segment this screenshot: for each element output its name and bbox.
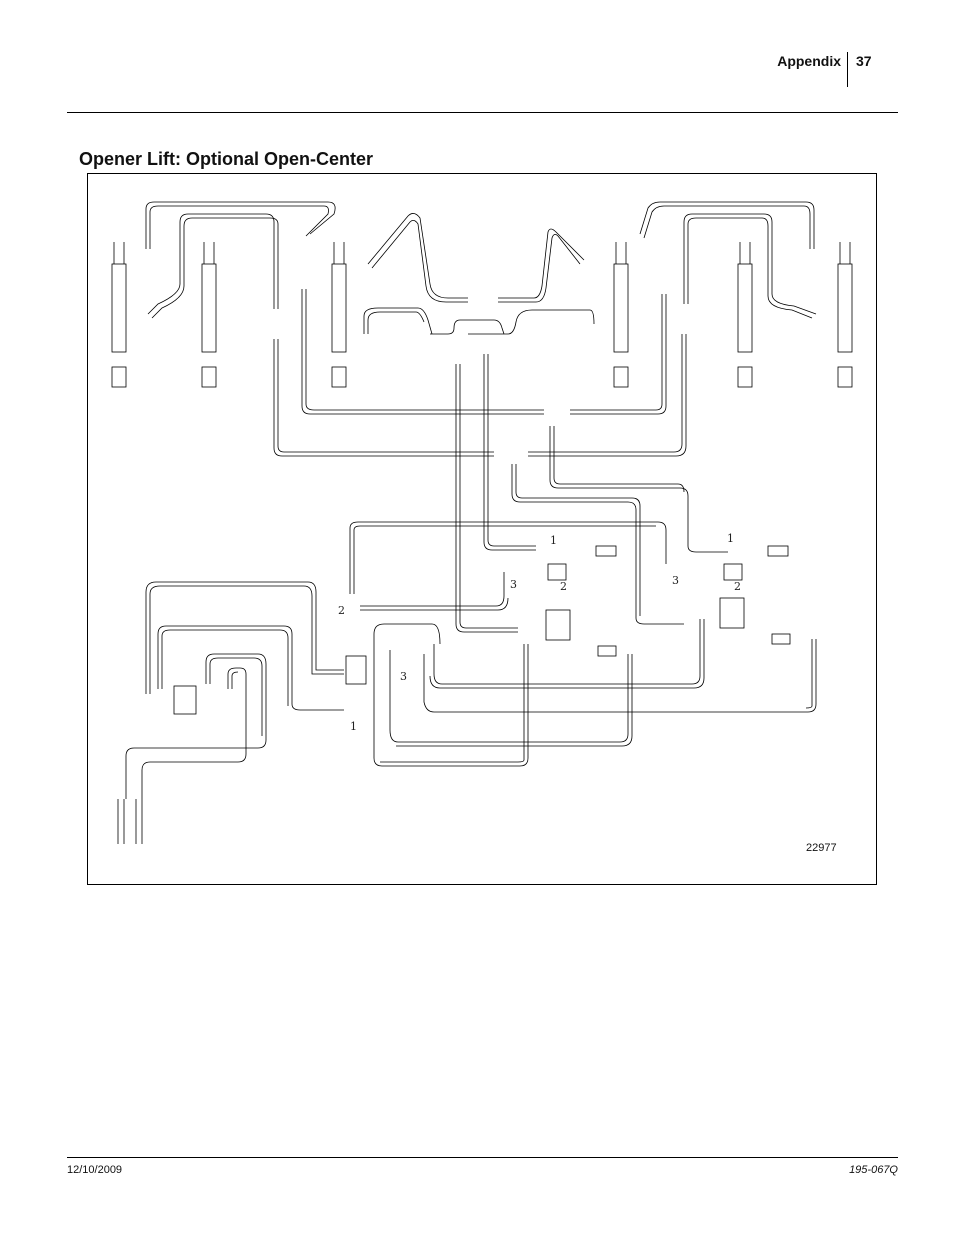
footer-rule <box>67 1157 898 1158</box>
center-valve-block <box>345 655 367 685</box>
cylinder-4 <box>613 242 629 388</box>
callout-3c: 3 <box>400 670 407 683</box>
footer-doc-number: 195-067Q <box>849 1164 898 1176</box>
inline-fitting-2 <box>771 633 791 645</box>
valve-1-block <box>547 563 567 581</box>
callout-2a: 2 <box>560 580 567 593</box>
valve-3-block <box>723 563 743 581</box>
callout-1b: 1 <box>727 532 734 545</box>
page-title: Opener Lift: Optional Open-Center <box>79 149 374 169</box>
callout-3a: 3 <box>510 578 517 591</box>
cap-fitting-1 <box>595 545 617 557</box>
cap-fitting-2 <box>767 545 789 557</box>
hydraulic-diagram: 1 2 3 1 2 3 2 3 1 22977 <box>87 173 877 885</box>
figure-number: 22977 <box>806 842 837 854</box>
header-divider <box>847 52 848 87</box>
cylinder-1 <box>111 242 127 388</box>
callout-2c: 2 <box>338 604 345 617</box>
callout-1a: 1 <box>550 534 557 547</box>
valve-4-block <box>719 597 745 629</box>
header-rule <box>67 112 898 113</box>
callout-3b: 3 <box>672 574 679 587</box>
cylinder-5 <box>737 242 753 388</box>
left-valve-block <box>173 685 197 715</box>
callout-2b: 2 <box>734 580 741 593</box>
hose-routing-drawing: 1 2 3 1 2 3 2 3 1 <box>111 201 853 844</box>
cylinder-6 <box>837 242 853 388</box>
cylinder-3 <box>331 242 347 388</box>
inline-fitting-1 <box>597 645 617 657</box>
page-number: 37 <box>856 53 872 69</box>
valve-2-block <box>545 609 571 641</box>
callout-1c: 1 <box>350 720 357 733</box>
header-section-label: Appendix <box>777 53 841 69</box>
footer-date: 12/10/2009 <box>67 1164 123 1176</box>
cylinder-2 <box>201 242 217 388</box>
